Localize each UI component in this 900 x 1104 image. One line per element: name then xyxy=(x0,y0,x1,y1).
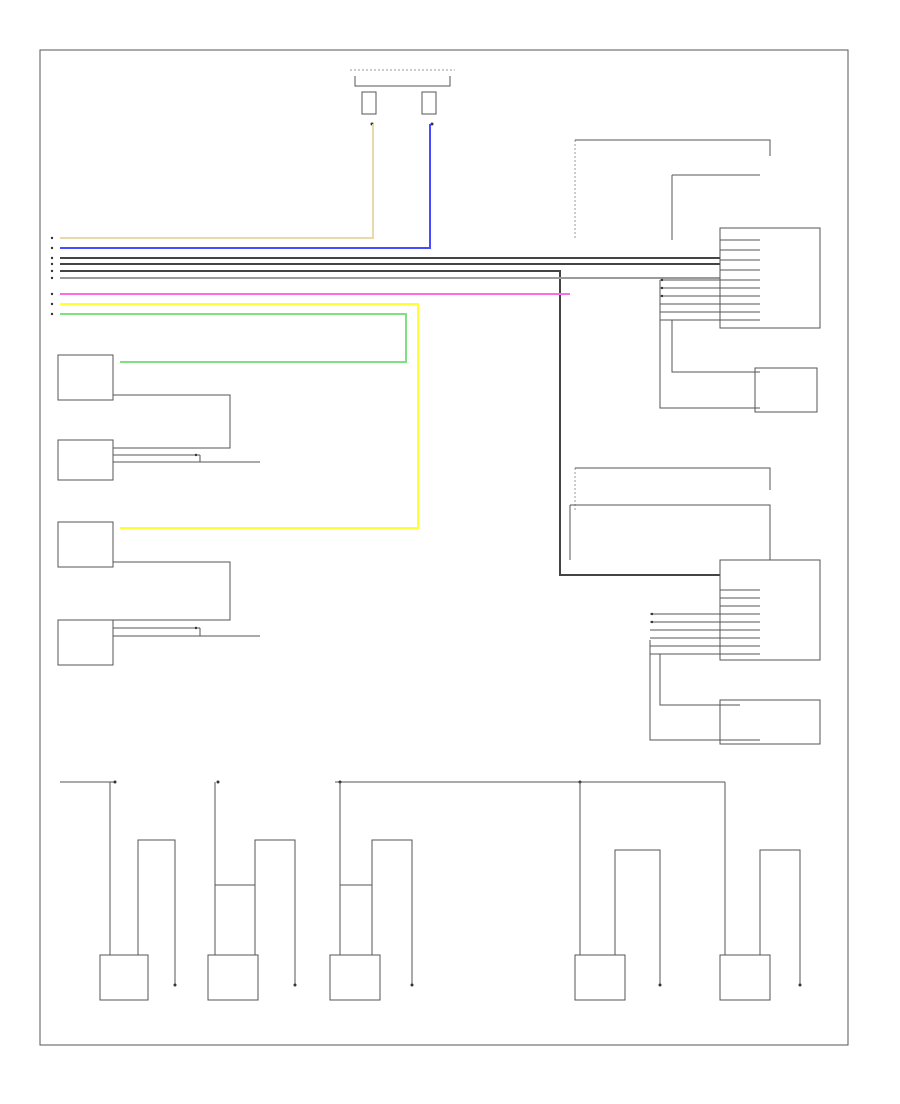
lamp-5 xyxy=(580,781,802,1001)
lamp-1 xyxy=(99,782,177,1001)
left-rear-door-module xyxy=(57,354,260,481)
lamp-2 xyxy=(207,782,297,1001)
diagram-frame xyxy=(39,49,849,1046)
wire-bus-3 xyxy=(60,270,720,576)
wire-tan-feed xyxy=(60,124,374,239)
left-bus-pins xyxy=(50,236,54,316)
passenger-door-module xyxy=(574,139,821,413)
wire-green xyxy=(60,313,407,363)
lamp-3 xyxy=(329,782,414,1001)
lamp-4 xyxy=(574,782,662,1001)
wire-yellow xyxy=(60,303,419,529)
fuse-block-top xyxy=(350,69,455,126)
wire-blue-feed xyxy=(60,124,431,249)
driver-door-module xyxy=(569,467,821,745)
right-rear-door-module xyxy=(57,521,260,666)
